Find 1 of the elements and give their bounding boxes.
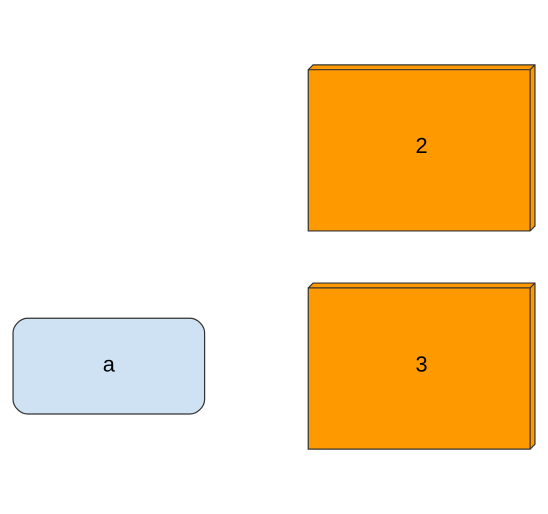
node-box: a — [12, 318, 206, 415]
